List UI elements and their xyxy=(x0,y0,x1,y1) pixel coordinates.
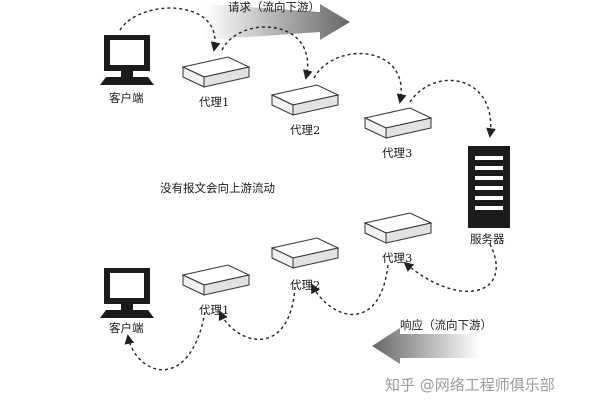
proxy-box-icon xyxy=(271,84,339,116)
proxy-label: 代理1 xyxy=(199,95,230,109)
server-label: 服务器 xyxy=(470,232,505,246)
proxy-label: 代理2 xyxy=(290,278,321,292)
client-computer-icon xyxy=(100,35,154,85)
client-computer-icon xyxy=(100,268,154,318)
proxy-box-icon xyxy=(364,212,432,244)
middle-note: 没有报文会向上游流动 xyxy=(160,181,275,195)
proxy-label: 代理1 xyxy=(199,303,230,317)
request-label: 请求（流向下游） xyxy=(228,0,320,14)
proxy-box-icon xyxy=(271,237,339,269)
response-arrow-icon xyxy=(372,328,480,364)
response-flow-path xyxy=(124,243,497,371)
client-label: 客户端 xyxy=(109,91,144,105)
proxy-label: 代理3 xyxy=(382,251,413,265)
response-label: 响应（流向下游） xyxy=(400,318,492,332)
proxy-label: 代理2 xyxy=(290,123,321,137)
request-flow-path xyxy=(119,7,496,138)
watermark: 知乎 @网络工程师俱乐部 xyxy=(385,376,555,394)
proxy-box-icon xyxy=(182,56,250,88)
client-label: 客户端 xyxy=(109,321,144,335)
proxy-box-icon xyxy=(182,264,250,296)
request-arrow-icon xyxy=(205,4,350,40)
proxy-box-icon xyxy=(364,107,432,139)
proxy-label: 代理3 xyxy=(382,146,413,160)
server-tower-icon xyxy=(468,146,510,228)
